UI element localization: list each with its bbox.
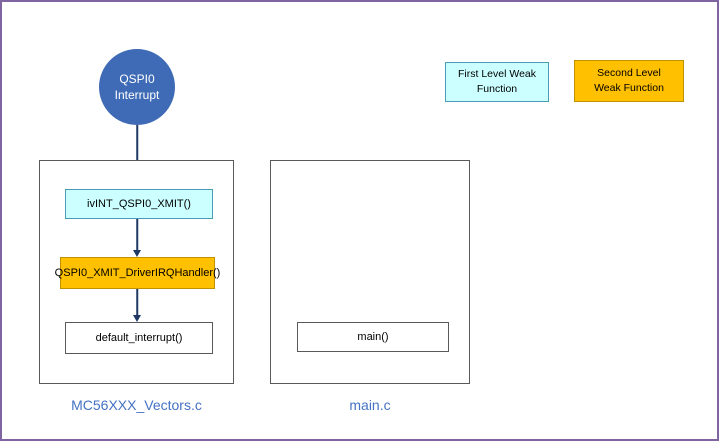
legend-first-label: First Level Weak Function	[458, 67, 536, 95]
node-driver-irq-handler: QSPI0_XMIT_DriverIRQHandler()	[55, 257, 220, 289]
interrupt-label-line1: QSPI0	[119, 71, 155, 86]
arrow-line	[136, 289, 138, 316]
interrupt-circle: QSPI0 Interrupt	[99, 49, 175, 125]
arrow-head-icon	[133, 315, 141, 322]
arrow-first-to-second-weak	[132, 219, 142, 257]
arrow-head-icon	[133, 250, 141, 257]
interrupt-label-line2: Interrupt	[114, 88, 160, 102]
node-driver-label: QSPI0_XMIT_DriverIRQHandler()	[54, 267, 221, 279]
arrow-line	[136, 219, 138, 251]
arrow-line	[136, 125, 138, 183]
node-main-label: main()	[357, 331, 389, 343]
main-box-caption: main.c	[349, 397, 391, 413]
node-main-function: main()	[297, 322, 449, 352]
arrow-second-weak-to-default	[132, 289, 142, 322]
node-default-interrupt: default_interrupt()	[65, 322, 213, 354]
node-ivint-qspi0-xmit: ivINT_QSPI0_XMIT()	[65, 189, 213, 219]
legend-first-level-weak: First Level Weak Function	[445, 62, 549, 102]
legend-second-level-weak: Second Level Weak Function	[574, 60, 684, 102]
node-default-label: default_interrupt()	[95, 332, 183, 344]
legend-second-label: Second Level Weak Function	[594, 66, 664, 94]
vectors-box-caption: MC56XXX_Vectors.c	[71, 397, 202, 413]
node-ivint-label: ivINT_QSPI0_XMIT()	[87, 198, 191, 210]
